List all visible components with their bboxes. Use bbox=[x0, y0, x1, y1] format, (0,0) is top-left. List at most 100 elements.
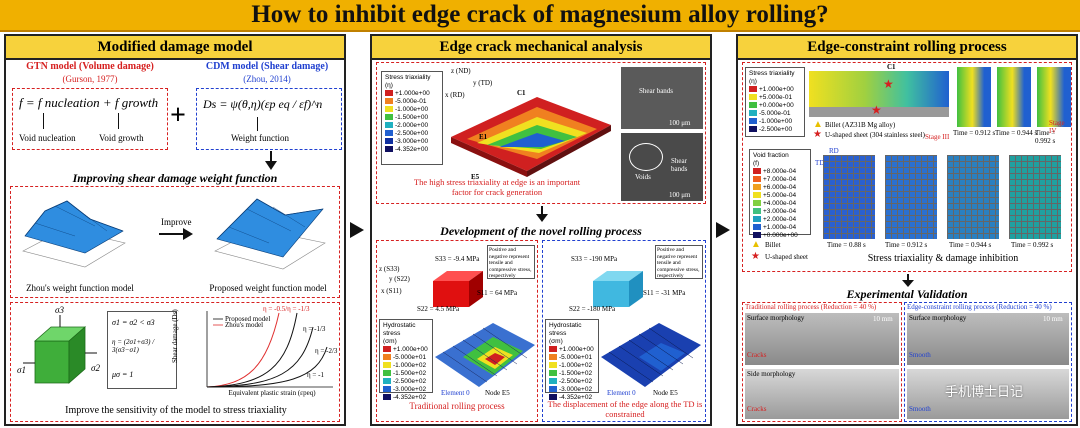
td-label: TD bbox=[815, 159, 825, 167]
plot-ylabel: Shear damage (Ds) bbox=[171, 309, 179, 363]
left-header: Modified damage model bbox=[6, 36, 344, 60]
smooth-label: Smooth bbox=[909, 351, 931, 359]
rd-label: RD bbox=[829, 147, 839, 155]
novel-stress-block bbox=[593, 271, 643, 307]
side-label: Side morphology bbox=[747, 370, 796, 378]
legend-value: +2.000e-04 bbox=[763, 216, 797, 223]
shear-bands-label-2: Shear bands bbox=[671, 157, 688, 173]
plus-sign: + bbox=[170, 100, 186, 131]
triangle-icon: ▲ bbox=[751, 239, 761, 250]
novel-node: Node E5 bbox=[653, 389, 678, 397]
triangle-icon: ▲ bbox=[813, 119, 823, 130]
edge-constraint-panel: Stress triaxiality (η) +1.000e+00 +5.000… bbox=[742, 62, 1072, 272]
legend-value: -1.500e+02 bbox=[559, 370, 593, 377]
middle-column: Edge crack mechanical analysis Stress tr… bbox=[370, 34, 712, 426]
legend-symbol: (σm) bbox=[549, 338, 563, 345]
axis-rd: x (RD) bbox=[445, 91, 465, 99]
legend-value: +0.000e+00 bbox=[763, 232, 798, 239]
triaxiality-legend-right: Stress triaxiality (η) +1.000e+00 +5.000… bbox=[745, 67, 805, 137]
axis-nd: z (ND) bbox=[451, 67, 471, 75]
arrow-right-icon bbox=[716, 222, 730, 238]
zhou-caption: Zhou's weight function model bbox=[26, 283, 134, 293]
cdm-formula: Ds = ψ(θ,η)(εp eq / εf)^n bbox=[203, 97, 323, 111]
c1-label: C1 bbox=[887, 63, 896, 71]
time-top-2: Time = 0.944 s bbox=[995, 129, 1038, 137]
void-fraction-legend: Void fraction (f) +8.000e-04 +7.000e-04 … bbox=[749, 149, 811, 239]
legend-title: Stress triaxiality bbox=[749, 70, 795, 77]
damage-plot bbox=[206, 311, 333, 388]
legend-value: +1.000e+00 bbox=[395, 90, 430, 97]
left-column: Modified damage model GTN model (Volume … bbox=[4, 34, 346, 426]
frame-top-3 bbox=[1037, 67, 1071, 127]
weight-function-panel: Improve Zhou's weight function model Pro… bbox=[10, 186, 340, 298]
legend-symbol: (f) bbox=[753, 160, 760, 167]
legend-symbol: (η) bbox=[385, 82, 393, 89]
star-icon: ★ bbox=[751, 251, 760, 262]
legend-value: +7.000e-04 bbox=[763, 176, 797, 183]
axis-s11: x (S11) bbox=[381, 287, 402, 295]
arrow-right-icon bbox=[350, 222, 364, 238]
star-icon: ★ bbox=[883, 77, 894, 91]
surface-label: Surface morphology bbox=[747, 314, 805, 322]
legend-value: -2.000e+00 bbox=[395, 122, 429, 129]
legend-value: -1.000e+00 bbox=[759, 118, 793, 125]
legend-value: -1.500e+00 bbox=[395, 114, 429, 121]
page-title: How to inhibit edge crack of magnesium a… bbox=[251, 1, 829, 28]
billet-label: Billet bbox=[765, 241, 781, 249]
right-header: Edge-constraint rolling process bbox=[738, 36, 1076, 60]
legend-value: -3.000e+00 bbox=[395, 138, 429, 145]
trad-s11: S11 = 64 MPa bbox=[477, 289, 518, 297]
scale-label: 10 mm bbox=[1043, 315, 1063, 323]
legend-value: -2.500e+02 bbox=[559, 378, 593, 385]
exp-edge-panel: Edge-constraint rolling process (Reducti… bbox=[904, 302, 1072, 422]
legend-symbol: (η) bbox=[749, 78, 757, 85]
edge-surface-photo: Surface morphology 10 mm Smooth bbox=[907, 313, 1069, 365]
novel-s22: S22 = -180 MPa bbox=[569, 305, 616, 313]
frame-bottom-3 bbox=[947, 155, 999, 239]
plot-legend-proposed: Proposed model bbox=[225, 315, 271, 323]
legend-value: -1.500e+02 bbox=[393, 370, 427, 377]
weight-function-label: Weight function bbox=[231, 133, 290, 143]
inhibition-caption: Stress triaxiality & damage inhibition bbox=[867, 253, 1019, 264]
proposed-surface-plot bbox=[214, 198, 326, 270]
trad-s33: S33 = -9.4 MPa bbox=[435, 255, 480, 263]
trad-note: Positive and negative represent tensile … bbox=[487, 245, 535, 279]
frame-bottom-2 bbox=[885, 155, 937, 239]
legend-value: -1.000e+00 bbox=[395, 106, 429, 113]
point-c1: C1 bbox=[517, 89, 526, 97]
legend-value: -4.352e+02 bbox=[393, 394, 427, 401]
eta-label-1: η = -1/3 bbox=[303, 325, 326, 333]
crack-analysis-panel: Stress triaxiality (η) +1.000e+00 -5.000… bbox=[376, 62, 706, 204]
smooth-label-2: Smooth bbox=[909, 405, 931, 413]
legend-title: Stress triaxiality bbox=[385, 74, 431, 81]
legend-value: +5.000e-04 bbox=[763, 192, 797, 199]
stress-eq1: σ1 = σ2 < σ3 bbox=[112, 318, 155, 327]
trad-mesh-model bbox=[435, 323, 535, 387]
axis-td: y (TD) bbox=[473, 79, 493, 87]
void-nucleation: Void nucleation bbox=[19, 133, 76, 143]
legend-value: -3.000e+02 bbox=[393, 386, 427, 393]
cracks-label-2: Cracks bbox=[747, 405, 767, 413]
billet-model bbox=[809, 71, 949, 107]
gtn-title: GTN model (Volume damage) bbox=[26, 61, 154, 72]
time-top-1: Time = 0.912 s bbox=[953, 129, 996, 137]
scale-bar-2: 100 μm bbox=[669, 191, 691, 199]
edge-side-photo: Smooth bbox=[907, 369, 1069, 419]
legend-value: +3.000e-04 bbox=[763, 208, 797, 215]
novel-legend: Hydrostatic stress (σm) +1.000e+00 -5.00… bbox=[545, 319, 599, 401]
improve-arrow-icon bbox=[183, 228, 193, 240]
scale-bar-1: 100 μm bbox=[669, 119, 691, 127]
right-column: Edge-constraint rolling process Stress t… bbox=[736, 34, 1078, 426]
title-bar: How to inhibit edge crack of magnesium a… bbox=[0, 0, 1080, 32]
legend-value: -5.000e-01 bbox=[759, 110, 791, 117]
legend-title: Hydrostatic stress bbox=[549, 322, 582, 337]
legend-value: -1.000e+02 bbox=[559, 362, 593, 369]
star-icon: ★ bbox=[871, 103, 882, 117]
billet-legend-label: Billet (AZ31B Mg alloy) bbox=[825, 121, 896, 129]
shear-bands-label: Shear bands bbox=[639, 87, 674, 95]
exp-edge-title: Edge-constraint rolling process (Reducti… bbox=[907, 303, 1052, 311]
trad-node: Node E5 bbox=[485, 389, 510, 397]
novel-s11: S11 = -31 MPa bbox=[643, 289, 686, 297]
legend-value: -3.000e+02 bbox=[559, 386, 593, 393]
legend-value: +6.000e-04 bbox=[763, 184, 797, 191]
